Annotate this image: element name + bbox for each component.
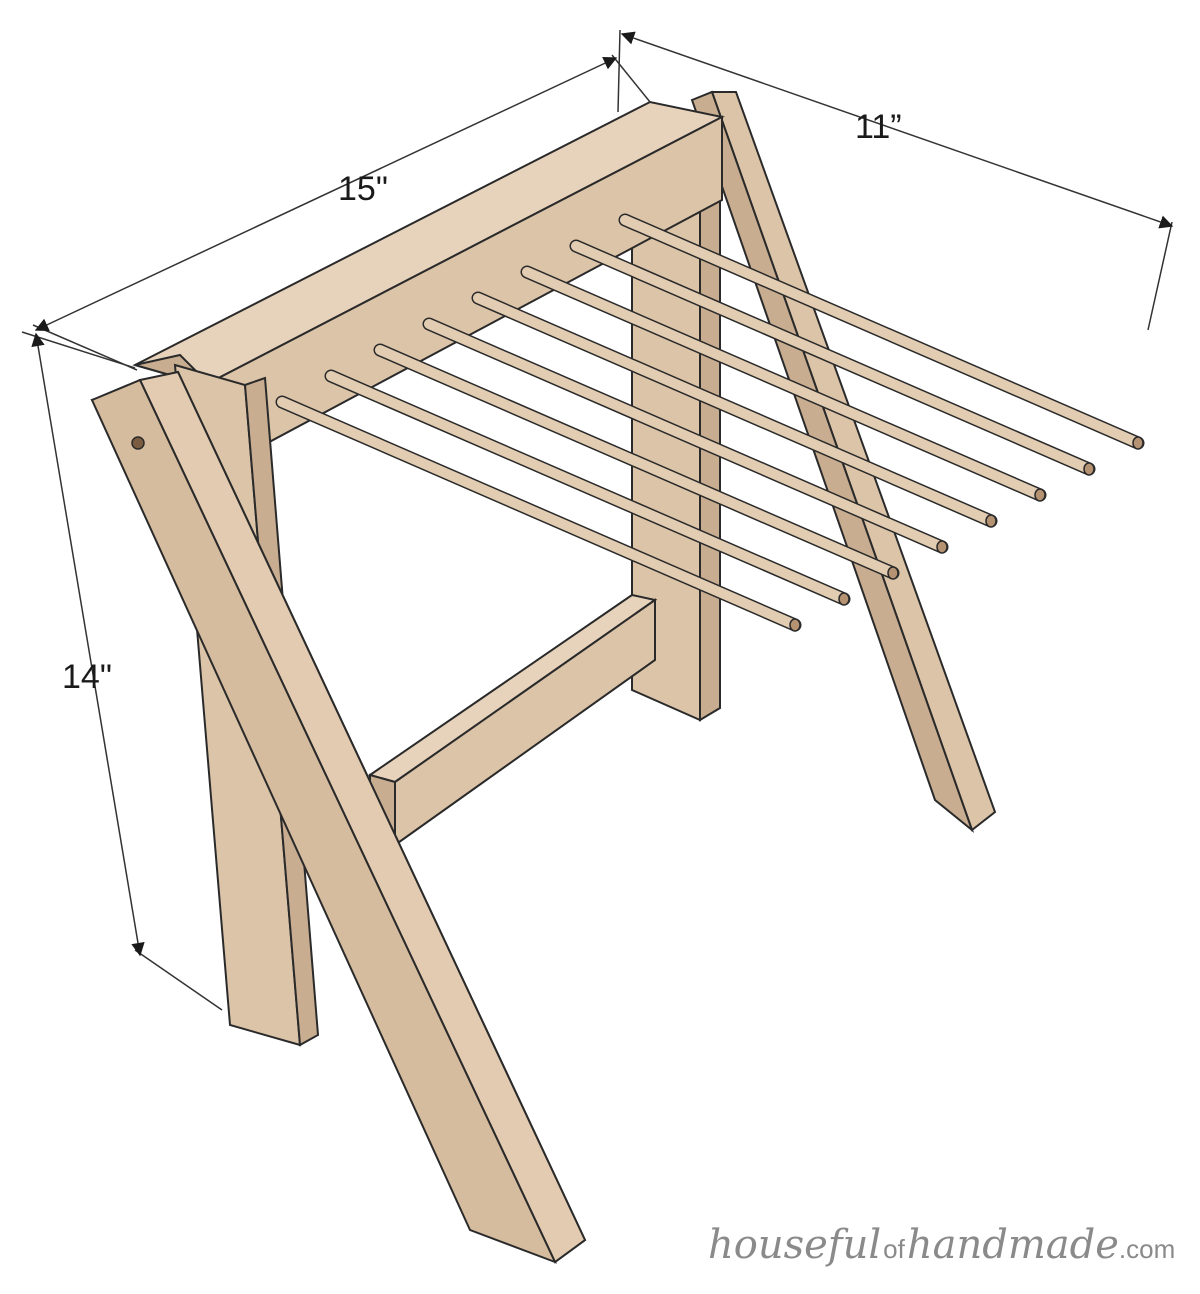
dimension-depth: 11” [617,29,1174,331]
length-label: 15" [338,170,388,208]
watermark-text: housefulofhandmade.com [708,1222,1175,1268]
dowels [275,213,1145,632]
dimension-height: 14" [21,331,223,1011]
dowel [618,213,1145,450]
front-slanted-leg [90,370,587,1264]
depth-label: 11” [855,108,902,146]
dowel-end [838,592,850,606]
height-label: 14" [62,658,112,696]
dowel-end [985,514,997,528]
dowel [324,369,851,606]
watermark-logo: housefulofhandmade.com [708,1222,1175,1268]
dowel [471,291,998,528]
dowel-end [1132,436,1144,450]
dowel [373,343,900,580]
pivot-hole [131,436,145,450]
bottom-stretcher [367,593,658,847]
dowel-end [1083,462,1095,476]
dowel-end [936,540,948,554]
dowel-end [789,618,801,632]
dowel [422,317,949,554]
dowel-end [887,566,899,580]
dowel [569,239,1096,476]
dowel [275,395,802,632]
dowel-end [1034,488,1046,502]
